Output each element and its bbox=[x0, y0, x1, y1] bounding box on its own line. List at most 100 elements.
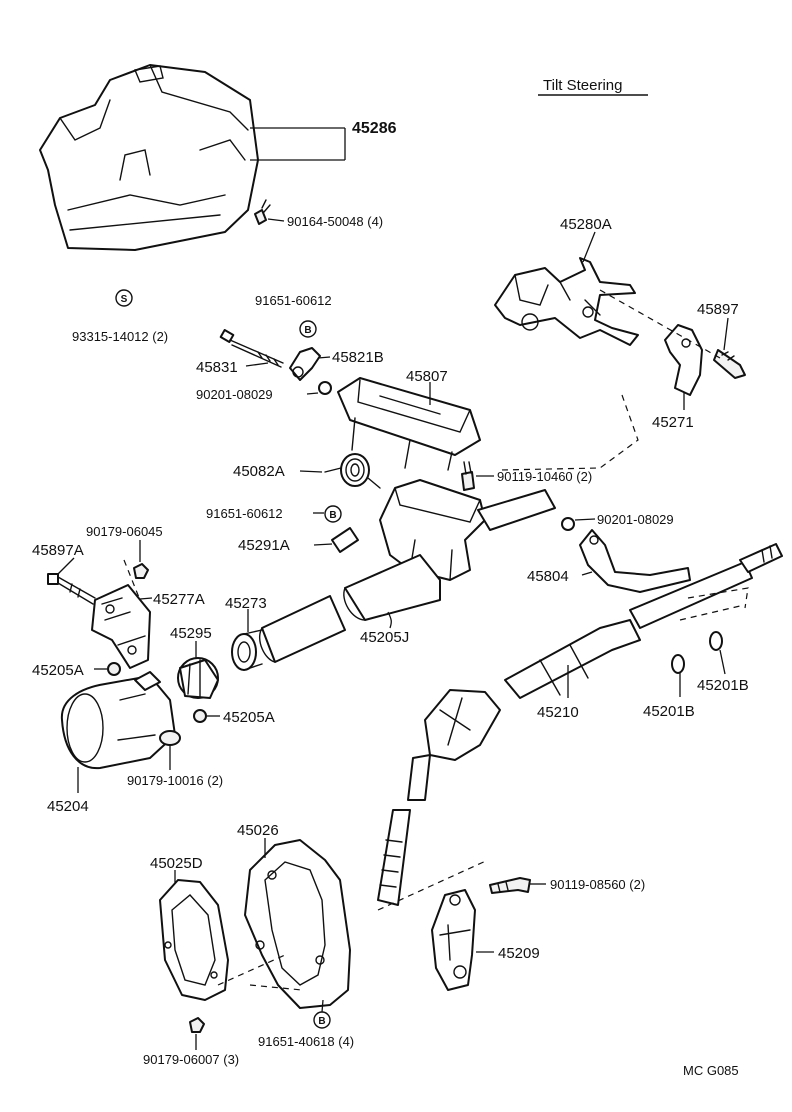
dashed-covers bbox=[217, 954, 303, 991]
dashed-shaft bbox=[377, 859, 489, 911]
lock-bracket-45280a bbox=[494, 257, 639, 346]
nut-90179-10016 bbox=[159, 730, 181, 746]
clip-45821b bbox=[289, 347, 321, 381]
leader-45286 bbox=[250, 127, 346, 161]
leader-45821b bbox=[317, 356, 331, 359]
leader-90164 bbox=[267, 218, 285, 222]
label-45201b-right: 45201B bbox=[697, 677, 749, 694]
bracket-45277a bbox=[91, 584, 151, 669]
dashed-45277a bbox=[123, 559, 141, 601]
label-91651-lower: 91651-40618 (4) bbox=[258, 1034, 354, 1049]
leader-90201-upper bbox=[306, 392, 319, 395]
bolt-90119-lower bbox=[489, 877, 531, 894]
label-93315: 93315-14012 (2) bbox=[72, 329, 168, 344]
label-45804: 45804 bbox=[527, 568, 569, 585]
plate-45291a bbox=[331, 527, 359, 553]
label-45295: 45295 bbox=[170, 625, 212, 642]
column-housing bbox=[379, 479, 556, 581]
shaft-45210 bbox=[504, 543, 783, 699]
diagram-title: Tilt Steering bbox=[543, 77, 622, 94]
dashed-45201b bbox=[679, 587, 749, 621]
symbol-s-circle bbox=[115, 289, 133, 307]
label-90164: 90164-50048 (4) bbox=[287, 214, 383, 229]
sleeve-45273 bbox=[258, 595, 346, 663]
dashed-45280a bbox=[499, 394, 639, 471]
symbol-b-middle-circle bbox=[324, 505, 342, 523]
symbol-b-lower-circle bbox=[313, 1011, 331, 1029]
washer-90201-upper bbox=[318, 381, 332, 395]
bolt-45897 bbox=[713, 349, 746, 379]
leader-45205j bbox=[387, 611, 392, 629]
label-45897: 45897 bbox=[697, 301, 739, 318]
label-45286: 45286 bbox=[352, 120, 397, 137]
leader-91651-lower bbox=[321, 999, 324, 1013]
label-90201-lower: 90201-08029 bbox=[597, 512, 674, 527]
nut-90179-06007 bbox=[189, 1017, 205, 1033]
label-45201b-left: 45201B bbox=[643, 703, 695, 720]
leader-45804 bbox=[581, 571, 593, 576]
washer-90201-lower bbox=[561, 517, 575, 531]
dashed-45897 bbox=[599, 289, 721, 359]
label-45280a: 45280A bbox=[560, 216, 612, 233]
bracket-45807 bbox=[337, 377, 481, 471]
spring-45082a bbox=[324, 453, 381, 489]
universal-joint bbox=[377, 689, 501, 906]
symbol-b-upper: B bbox=[304, 325, 311, 336]
label-90179-06045: 90179-06045 bbox=[86, 524, 163, 539]
bolt-45831 bbox=[219, 329, 284, 368]
label-45082a: 45082A bbox=[233, 463, 285, 480]
cover-45025d bbox=[159, 879, 229, 1001]
leader-45291a bbox=[313, 543, 333, 546]
bolt-90119-upper bbox=[461, 461, 475, 491]
symbol-b-middle: B bbox=[329, 510, 336, 521]
label-45205a-upper: 45205A bbox=[32, 662, 84, 679]
leader-45831 bbox=[245, 362, 269, 367]
label-45205j: 45205J bbox=[360, 629, 409, 646]
label-90119-lower: 90119-08560 (2) bbox=[550, 877, 645, 892]
column-cover-45286 bbox=[39, 64, 259, 251]
label-45209: 45209 bbox=[498, 945, 540, 962]
symbol-b-lower: B bbox=[318, 1016, 325, 1027]
label-90119-upper: 90119-10460 (2) bbox=[497, 469, 592, 484]
housing-45204 bbox=[60, 671, 176, 770]
label-91651-upper: 91651-60612 bbox=[255, 293, 332, 308]
symbol-b-upper-circle bbox=[299, 320, 317, 338]
bolt-45897a bbox=[47, 573, 96, 605]
leader-45082a bbox=[299, 470, 323, 473]
label-45026: 45026 bbox=[237, 822, 279, 839]
lever-45271 bbox=[664, 324, 703, 396]
symbol-s: S bbox=[121, 294, 128, 305]
label-45271: 45271 bbox=[652, 414, 694, 431]
leader-45280a bbox=[582, 231, 596, 263]
tube-45205j bbox=[343, 554, 441, 621]
leader-45201b-right bbox=[719, 649, 726, 675]
screw-90164 bbox=[254, 199, 271, 225]
label-45897a: 45897A bbox=[32, 542, 84, 559]
ring-45201b-right bbox=[709, 631, 723, 651]
nut-45205a-upper bbox=[107, 662, 121, 676]
label-45821b: 45821B bbox=[332, 349, 384, 366]
footer-code: MC G085 bbox=[683, 1063, 739, 1078]
bearing-45273 bbox=[231, 629, 263, 671]
label-45204: 45204 bbox=[47, 798, 89, 815]
leader-45897 bbox=[723, 317, 729, 351]
label-90201-upper: 90201-08029 bbox=[196, 387, 273, 402]
label-45210: 45210 bbox=[537, 704, 579, 721]
ring-45201b-left bbox=[671, 654, 685, 674]
yoke-45209 bbox=[431, 889, 476, 991]
nut-90179-06045 bbox=[133, 563, 149, 579]
label-45205a-lower: 45205A bbox=[223, 709, 275, 726]
nut-45205a-lower bbox=[193, 709, 207, 723]
label-45831: 45831 bbox=[196, 359, 238, 376]
label-45025d: 45025D bbox=[150, 855, 203, 872]
label-45277a: 45277A bbox=[153, 591, 205, 608]
bushing-45295 bbox=[177, 657, 219, 699]
label-90179-06007: 90179-06007 (3) bbox=[143, 1052, 239, 1067]
leader-45277a bbox=[139, 597, 153, 600]
label-90179-10016: 90179-10016 (2) bbox=[127, 773, 223, 788]
lever-45804 bbox=[579, 529, 691, 593]
label-45807: 45807 bbox=[406, 368, 448, 385]
label-45291a: 45291A bbox=[238, 537, 290, 554]
